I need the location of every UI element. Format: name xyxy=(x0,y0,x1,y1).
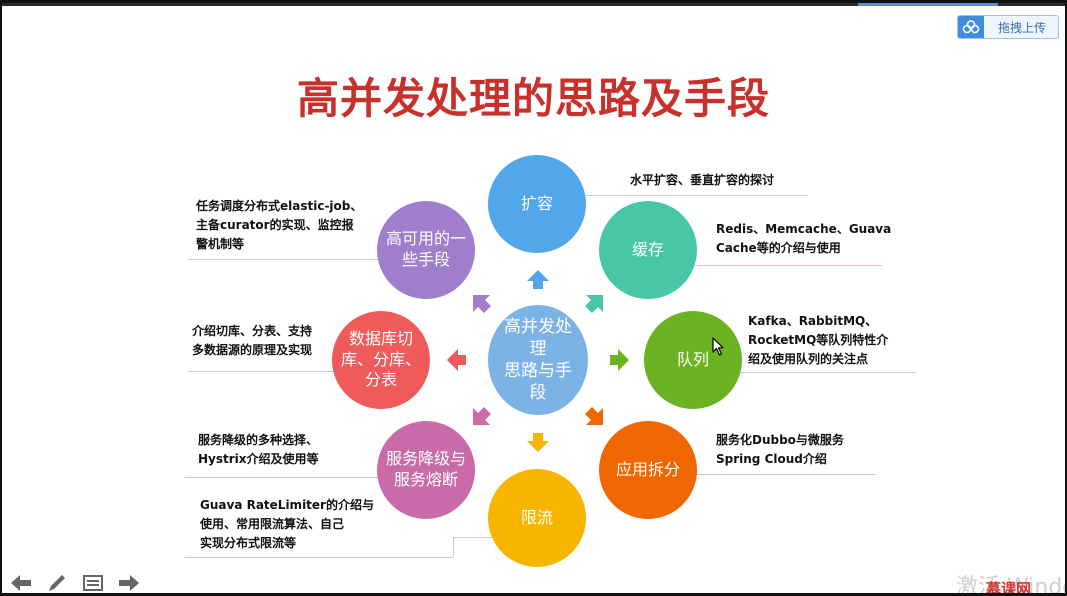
arrow-right-icon xyxy=(119,575,139,591)
menu-icon xyxy=(83,575,103,591)
desc-split-line-1: 服务化Dubbo与微服务 xyxy=(716,433,844,447)
page-title: 高并发处理的思路及手段 xyxy=(296,74,770,123)
mouse-cursor-icon xyxy=(712,337,724,356)
desc-queue-line-1: Kafka、RabbitMQ、 xyxy=(748,314,878,328)
leader-line-degrade xyxy=(185,477,381,478)
top-progress-segment xyxy=(858,3,998,6)
leader-line-queue xyxy=(732,372,916,373)
drag-upload-button[interactable]: 拖拽上传 xyxy=(957,15,1059,39)
node-ha-line-2: 些手段 xyxy=(401,250,450,269)
cloud-upload-icon xyxy=(958,16,984,38)
leader-line-cache xyxy=(668,265,882,266)
arrow-up-icon xyxy=(527,270,549,289)
desc-queue-line-3: 绍及使用队列的关注点 xyxy=(748,352,869,366)
leader-line-scale xyxy=(586,195,808,196)
desc-limit-line-2: 使用、常用限流算法、自己 xyxy=(200,517,345,531)
desc-degrade: 服务降级的多种选择、 Hystrix介绍及使用等 xyxy=(198,431,319,469)
desc-scale-line-1: 水平扩容、垂直扩容的探讨 xyxy=(630,173,775,187)
desc-limit: Guava RateLimiter的介绍与 使用、常用限流算法、自己 实现分布式… xyxy=(200,496,374,553)
upload-label: 拖拽上传 xyxy=(998,20,1047,35)
desc-degrade-line-1: 服务降级的多种选择、 xyxy=(198,433,319,447)
arrow-down-left-icon xyxy=(473,407,491,425)
node-degrade-line-1: 服务降级与 xyxy=(385,449,466,469)
desc-limit-line-3: 实现分布式限流等 xyxy=(200,536,297,550)
arrow-up-right-icon xyxy=(585,295,603,313)
top-border xyxy=(2,3,1065,6)
desc-db: 介绍切库、分表、支持 多数据源的原理及实现 xyxy=(192,322,312,360)
desc-ha-line-2: 主备curator的实现、监控报 xyxy=(196,218,354,232)
leader-line-split xyxy=(672,474,876,475)
pen-icon xyxy=(49,575,65,591)
node-ha: 高可用的一 些手段 xyxy=(377,201,475,299)
center-line-1: 高并发处理 xyxy=(504,316,572,359)
node-limit: 限流 xyxy=(488,469,586,567)
arrow-left-icon xyxy=(11,575,31,591)
node-split-label: 应用拆分 xyxy=(615,459,680,479)
arrow-up-left-icon xyxy=(473,295,491,313)
leader-line-limit-riser xyxy=(453,537,454,557)
node-queue-label: 队列 xyxy=(676,349,709,369)
arrow-right-icon xyxy=(610,349,629,371)
node-scale-label: 扩容 xyxy=(520,193,553,213)
desc-split-line-2: Spring Cloud介绍 xyxy=(716,452,827,466)
slide-menu-button[interactable] xyxy=(80,571,106,593)
desc-cache-line-1: Redis、Memcache、Guava xyxy=(716,222,892,236)
node-split: 应用拆分 xyxy=(599,421,697,519)
next-slide-button[interactable] xyxy=(116,571,142,593)
arrow-left-icon xyxy=(447,349,466,371)
node-queue: 队列 xyxy=(644,311,742,409)
leader-line-limit xyxy=(185,557,453,558)
desc-split: 服务化Dubbo与微服务 Spring Cloud介绍 xyxy=(716,431,844,469)
desc-db-line-1: 介绍切库、分表、支持 xyxy=(192,324,313,338)
center-node: 高并发处理 思路与手段 xyxy=(488,305,588,415)
desc-scale: 水平扩容、垂直扩容的探讨 xyxy=(630,171,774,190)
arrows-layer xyxy=(447,270,629,452)
desc-degrade-line-2: Hystrix介绍及使用等 xyxy=(198,452,319,466)
arrow-down-right-icon xyxy=(585,407,603,425)
node-cache: 缓存 xyxy=(599,201,697,299)
node-db-line-2: 库、分库、 xyxy=(340,349,421,369)
activation-watermark: 激活 Windows xyxy=(956,575,1065,593)
slide-toolbar xyxy=(8,571,142,593)
leader-line-ha xyxy=(188,259,384,260)
desc-queue: Kafka、RabbitMQ、 RocketMQ等队列特性介 绍及使用队列的关注… xyxy=(748,312,888,369)
desc-ha-line-1: 任务调度分布式elastic-job、 xyxy=(196,199,363,213)
leader-line-limit-top xyxy=(453,537,493,538)
node-db-line-3: 分表 xyxy=(364,370,397,390)
pen-tool-button[interactable] xyxy=(44,571,70,593)
desc-ha: 任务调度分布式elastic-job、 主备curator的实现、监控报 警机制… xyxy=(196,197,362,254)
leader-line-db xyxy=(188,371,336,372)
center-line-2: 思路与手段 xyxy=(504,361,572,404)
node-ha-line-1: 高可用的一 xyxy=(385,229,466,249)
desc-cache-line-2: Cache等的介绍与使用 xyxy=(716,241,841,255)
node-db: 数据库切 库、分库、 分表 xyxy=(332,311,430,409)
node-scale: 扩容 xyxy=(488,155,586,253)
node-limit-label: 限流 xyxy=(520,507,553,527)
desc-ha-line-3: 警机制等 xyxy=(196,237,245,251)
desc-limit-line-1: Guava RateLimiter的介绍与 xyxy=(200,498,374,512)
node-degrade-line-2: 服务熔断 xyxy=(393,470,458,489)
node-cache-label: 缓存 xyxy=(631,239,664,259)
desc-queue-line-2: RocketMQ等队列特性介 xyxy=(748,333,889,347)
slide: 拖拽上传 高并发处理的思路及手段 高并发处理 思路与手段 扩容 缓存 队列 xyxy=(2,3,1065,593)
prev-slide-button[interactable] xyxy=(8,571,34,593)
arrow-down-icon xyxy=(527,433,549,452)
desc-cache: Redis、Memcache、Guava Cache等的介绍与使用 xyxy=(716,220,891,258)
node-db-line-1: 数据库切 xyxy=(348,328,413,348)
desc-db-line-2: 多数据源的原理及实现 xyxy=(192,343,313,357)
node-degrade: 服务降级与 服务熔断 xyxy=(377,421,475,519)
brand-logo: 慕课网 xyxy=(986,580,1032,593)
